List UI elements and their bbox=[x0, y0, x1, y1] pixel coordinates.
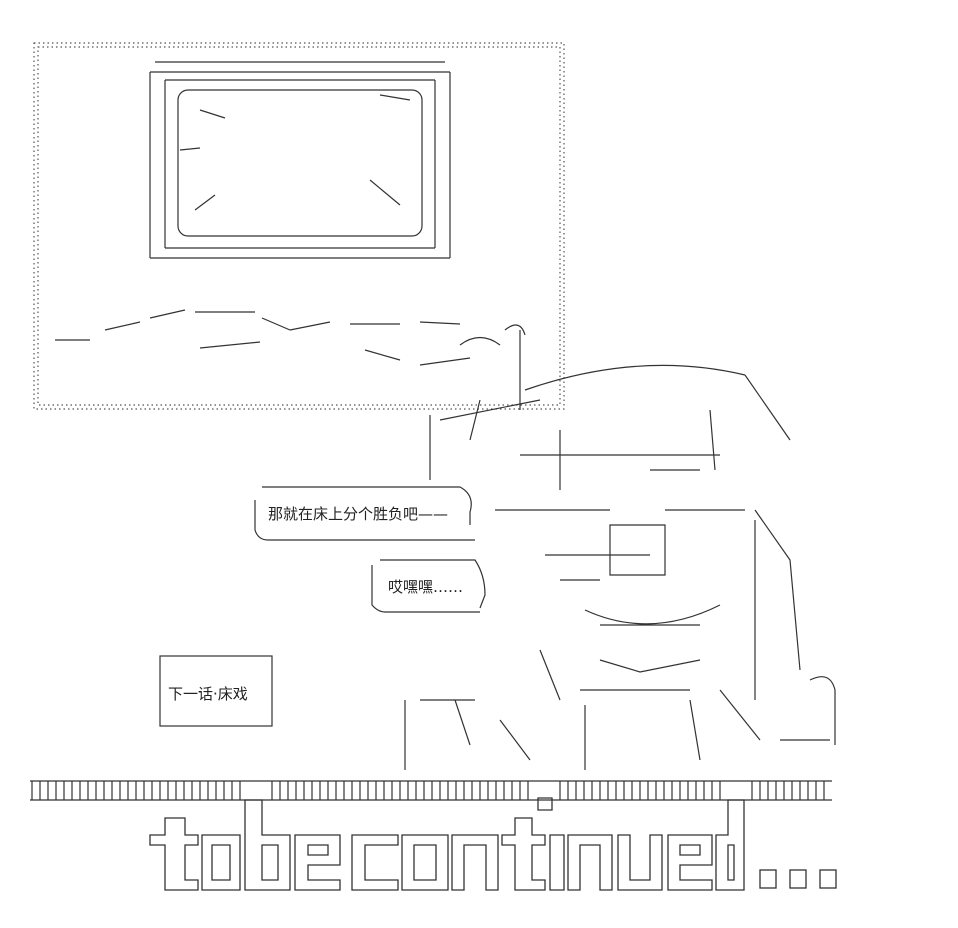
dotted-panel-frame bbox=[33, 42, 565, 410]
next-episode-box bbox=[159, 655, 273, 727]
picture-frame bbox=[149, 61, 451, 259]
next-episode-text: 下一话·床戏 bbox=[168, 685, 248, 703]
character-body bbox=[404, 649, 836, 770]
speech-bubble-1 bbox=[254, 486, 475, 541]
character-head bbox=[429, 364, 801, 700]
speech-bubble-1-text: 那就在床上分个胜负吧—— bbox=[268, 505, 449, 523]
ending-caption-outline bbox=[149, 797, 837, 891]
speech-bubble-2-text: 哎嘿嘿…… bbox=[388, 578, 464, 596]
pointing-arm bbox=[55, 309, 526, 410]
ending-caption-text: to be continued... bbox=[150, 900, 248, 913]
floor-fence bbox=[30, 780, 832, 801]
speech-bubble-2 bbox=[371, 559, 486, 613]
